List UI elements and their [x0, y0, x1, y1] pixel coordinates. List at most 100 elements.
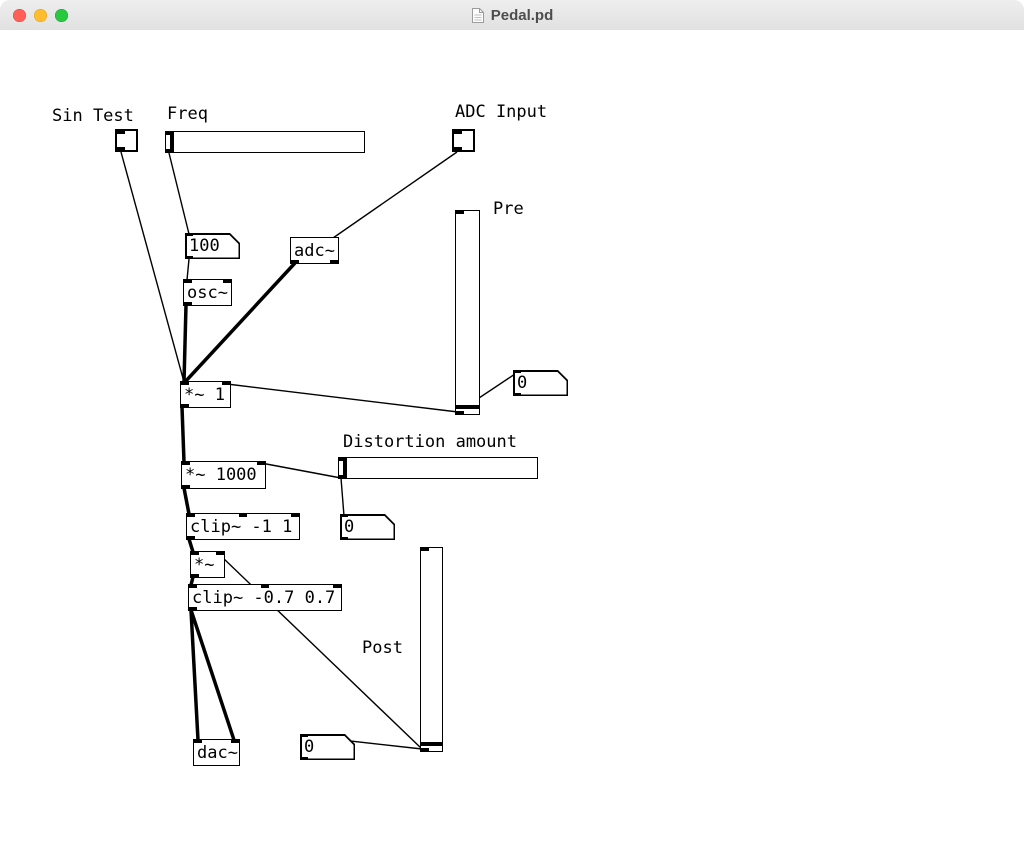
- outlet[interactable]: [421, 748, 429, 751]
- patch-cord-control[interactable]: [340, 477, 345, 517]
- outlet[interactable]: [181, 404, 189, 407]
- patch-cord-control[interactable]: [260, 462, 342, 479]
- minimize-button[interactable]: [34, 8, 47, 22]
- titlebar[interactable]: Pedal.pd: [0, 0, 1024, 31]
- object-adc[interactable]: adc~: [290, 237, 339, 264]
- patch-cord-signal[interactable]: [189, 576, 195, 586]
- distortion-slider[interactable]: [338, 457, 538, 479]
- slider-handle[interactable]: [456, 405, 479, 409]
- inlet[interactable]: [117, 131, 125, 134]
- inlet[interactable]: [191, 552, 199, 555]
- outlet[interactable]: [339, 475, 347, 478]
- object-clip-soft[interactable]: clip~ -0.7 0.7: [188, 584, 342, 611]
- inlet[interactable]: [456, 211, 464, 214]
- inlet[interactable]: [194, 740, 202, 743]
- patch-cords-layer: [120, 151, 516, 750]
- inlet[interactable]: [231, 740, 239, 743]
- inlet[interactable]: [222, 382, 230, 385]
- inlet[interactable]: [223, 280, 231, 283]
- post-slider[interactable]: [420, 547, 443, 752]
- patch-cord-signal[interactable]: [182, 304, 188, 383]
- inlet[interactable]: [182, 462, 190, 465]
- object-osc[interactable]: osc~: [183, 279, 232, 306]
- patch-cord-control[interactable]: [120, 151, 185, 383]
- freq-slider[interactable]: [165, 131, 365, 153]
- inlet[interactable]: [333, 585, 341, 588]
- inlet[interactable]: [181, 382, 189, 385]
- sin-test-toggle[interactable]: [115, 129, 138, 152]
- outlet[interactable]: [117, 147, 125, 150]
- inlet[interactable]: [421, 548, 429, 551]
- patch-cord-control[interactable]: [226, 383, 459, 413]
- patch-cord-signal[interactable]: [189, 609, 200, 741]
- inlet[interactable]: [291, 514, 299, 517]
- inlet[interactable]: [300, 734, 308, 737]
- close-button[interactable]: [13, 8, 26, 22]
- outlet[interactable]: [182, 485, 190, 488]
- slider-handle[interactable]: [170, 132, 174, 152]
- object-text: osc~: [187, 282, 228, 303]
- inlet[interactable]: [257, 462, 265, 465]
- number-box-face: [342, 516, 394, 539]
- inlet[interactable]: [513, 370, 521, 373]
- pre-slider[interactable]: [455, 210, 480, 415]
- patch-cord-control[interactable]: [186, 258, 190, 281]
- patch-canvas[interactable]: Sin Test Freq ADC Input Pre Distortion a…: [0, 30, 1024, 862]
- inlet[interactable]: [166, 132, 174, 135]
- outlet[interactable]: [300, 757, 308, 760]
- outlet[interactable]: [184, 302, 192, 305]
- object-text: clip~ -1 1: [190, 516, 293, 537]
- inlet[interactable]: [261, 585, 269, 588]
- patch-cord-control[interactable]: [332, 151, 458, 239]
- number-value: 100: [189, 236, 220, 256]
- object-text: adc~: [294, 240, 335, 261]
- outlet[interactable]: [166, 149, 174, 152]
- outlet[interactable]: [456, 411, 464, 414]
- patch-cord-signal[interactable]: [187, 538, 195, 553]
- zoom-button[interactable]: [55, 8, 68, 22]
- inlet[interactable]: [239, 514, 247, 517]
- patch-cord-control[interactable]: [168, 152, 190, 235]
- traffic-lights: [13, 0, 68, 30]
- number-value: 0: [304, 737, 315, 757]
- patch-cord-signal[interactable]: [182, 487, 191, 515]
- pre-number-box[interactable]: 0: [513, 370, 568, 396]
- inlet[interactable]: [454, 131, 462, 134]
- outlet[interactable]: [191, 574, 199, 577]
- object-clip-hard[interactable]: clip~ -1 1: [186, 513, 300, 540]
- inlet[interactable]: [340, 514, 348, 517]
- inlet[interactable]: [185, 233, 193, 236]
- adc-input-toggle[interactable]: [452, 129, 475, 152]
- outlet[interactable]: [185, 256, 193, 259]
- patch-cord-signal[interactable]: [189, 609, 236, 741]
- inlet[interactable]: [216, 552, 224, 555]
- outlet[interactable]: [330, 260, 338, 263]
- object-mul-post[interactable]: *~: [190, 551, 225, 578]
- inlet[interactable]: [189, 585, 197, 588]
- inlet[interactable]: [339, 458, 347, 461]
- object-mul-dist[interactable]: *~ 1000: [181, 461, 266, 489]
- outlet[interactable]: [340, 537, 348, 540]
- inlet[interactable]: [187, 514, 195, 517]
- outlet[interactable]: [189, 607, 197, 610]
- patch-cord-signal[interactable]: [180, 406, 186, 463]
- outlet[interactable]: [513, 393, 521, 396]
- outlet[interactable]: [291, 260, 299, 263]
- title-group: Pedal.pd: [471, 7, 553, 24]
- object-mul-pre[interactable]: *~ 1: [180, 381, 231, 408]
- slider-handle[interactable]: [343, 458, 347, 478]
- post-number-box[interactable]: 0: [300, 734, 355, 760]
- distortion-number-box[interactable]: 0: [340, 514, 395, 540]
- patch-cord-signal[interactable]: [183, 261, 297, 384]
- slider-handle[interactable]: [421, 742, 442, 746]
- freq-number-box[interactable]: 100: [185, 233, 240, 259]
- comment-adc-input: ADC Input: [455, 102, 548, 122]
- inlet[interactable]: [184, 280, 192, 283]
- outlet[interactable]: [187, 536, 195, 539]
- outlet[interactable]: [454, 147, 462, 150]
- object-dac[interactable]: dac~: [193, 739, 240, 766]
- number-value: 0: [344, 517, 355, 537]
- object-text: *~ 1000: [185, 465, 257, 485]
- object-text: *~: [194, 554, 215, 575]
